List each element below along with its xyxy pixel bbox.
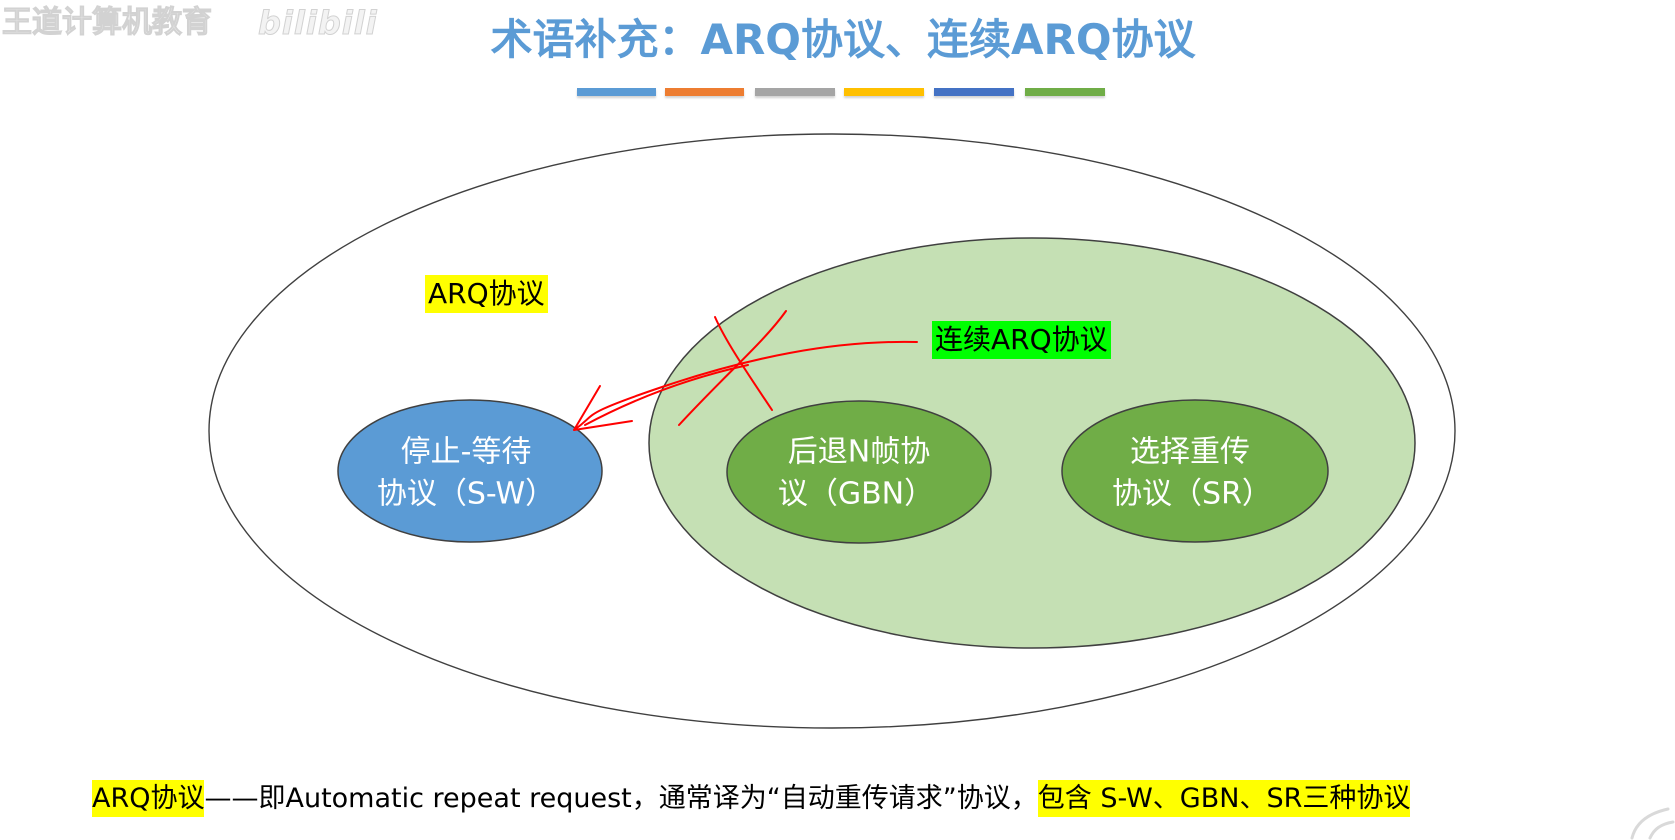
arrow-shaft bbox=[573, 340, 918, 431]
color-bar-segment bbox=[665, 88, 744, 96]
footer-term: ARQ协议 bbox=[92, 780, 205, 817]
footer-summary: 包含 S-W、GBN、SR三种协议 bbox=[1037, 780, 1411, 817]
sw-label-line2: 协议（S-W） bbox=[377, 477, 555, 512]
slide-title: 术语补充：ARQ协议、连续ARQ协议 bbox=[490, 15, 1196, 64]
bilibili-logo: bilibili bbox=[258, 4, 378, 43]
color-bar-segment bbox=[577, 88, 656, 96]
cross-stroke-2 bbox=[678, 310, 787, 426]
sw-protocol-ellipse bbox=[337, 399, 603, 543]
sr-protocol-ellipse bbox=[1061, 399, 1329, 543]
footer-explanation: ——即Automatic repeat request，通常译为“自动重传请求”… bbox=[204, 783, 1038, 814]
arq-label: ARQ协议 bbox=[425, 275, 548, 313]
color-bar-segment bbox=[1025, 88, 1105, 96]
color-bar-segment bbox=[844, 88, 924, 96]
arrow-head bbox=[573, 385, 633, 431]
gbn-label-line1: 后退N帧协 bbox=[788, 435, 930, 470]
continuous-arq-ellipse bbox=[648, 237, 1416, 649]
footer-definition: ARQ协议——即Automatic repeat request，通常译为“自动… bbox=[92, 780, 1411, 817]
gbn-label-line2: 议（GBN） bbox=[778, 477, 934, 512]
arrow-shaft-second-stroke bbox=[584, 364, 749, 426]
sr-label-line2: 协议（SR） bbox=[1112, 477, 1272, 512]
red-cross-icon bbox=[678, 310, 787, 426]
sw-label-line1: 停止-等待 bbox=[401, 435, 532, 470]
red-arrow-icon bbox=[573, 340, 918, 431]
sr-label-line1: 选择重传 bbox=[1130, 435, 1250, 470]
continuous-arq-label: 连续ARQ协议 bbox=[932, 321, 1111, 359]
gbn-protocol-ellipse bbox=[726, 400, 992, 544]
color-bar-segment bbox=[755, 88, 835, 96]
corner-mark-icon bbox=[1630, 807, 1675, 840]
watermark-text: 王道计算机教育 bbox=[2, 5, 213, 41]
color-bar-segment bbox=[934, 88, 1014, 96]
cross-stroke-1 bbox=[714, 316, 773, 411]
color-bar bbox=[0, 88, 1675, 98]
